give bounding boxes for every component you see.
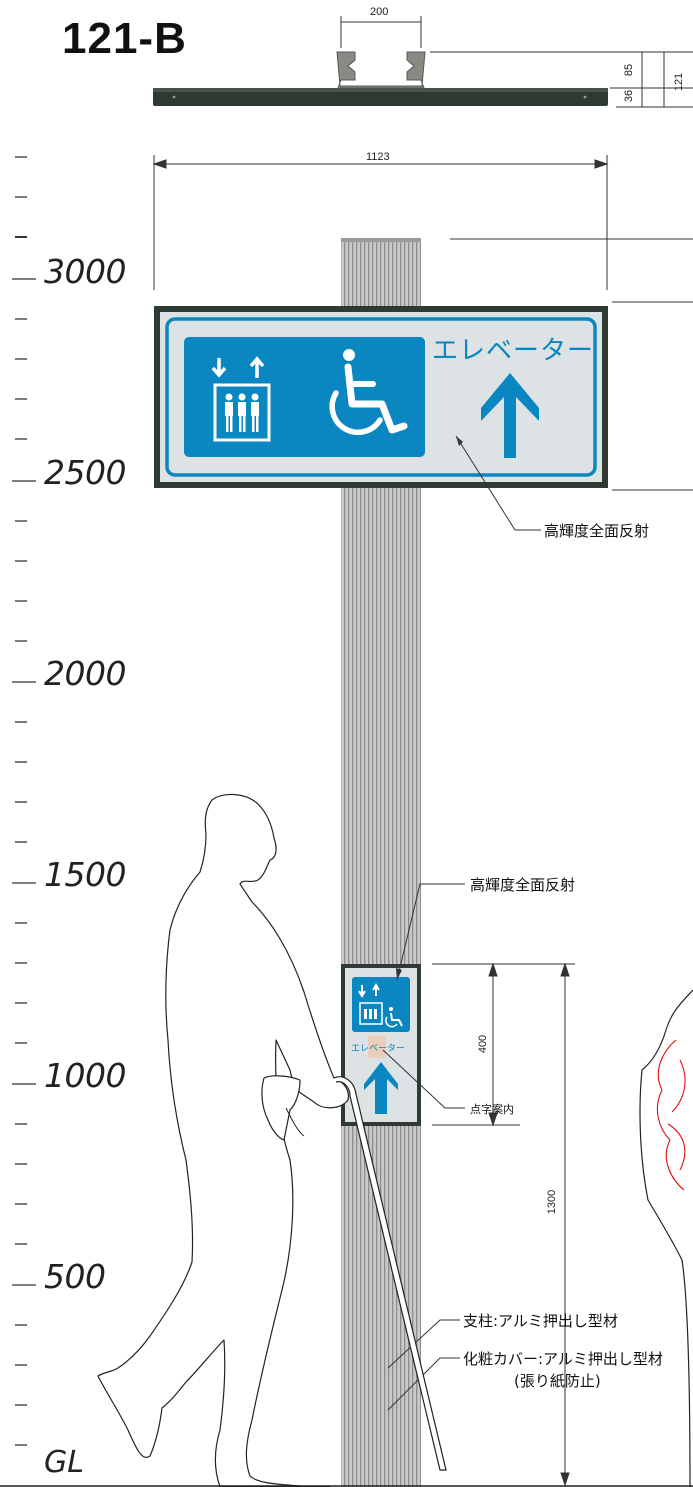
cover-material-subnote: (張り紙防止) (514, 1372, 601, 1390)
top-view-post-profile (336, 51, 426, 89)
scale-label-3000: 3000 (44, 252, 126, 291)
top-width-dimension-label: 200 (370, 6, 389, 18)
scale-label-1000: 1000 (44, 1056, 126, 1095)
scale-label-1500: 1500 (44, 855, 126, 894)
drawing-title: 121-B (62, 14, 187, 63)
sign-width-dimension (152, 155, 693, 491)
small-sign-note: 高輝度全面反射 (470, 876, 576, 894)
small-elevator-icon (358, 983, 383, 1025)
height-scale-ticks (12, 156, 36, 1446)
small-sign-height-label: 400 (477, 1034, 490, 1054)
small-wheelchair-icon (385, 1007, 403, 1028)
braille-note: 点字案内 (470, 1103, 514, 1116)
top-height-total-label: 121 (673, 72, 686, 92)
post-material-note: 支柱:アルミ押出し型材 (463, 1312, 618, 1330)
person-silhouette-right (639, 989, 693, 1487)
wheelchair-icon (329, 349, 408, 435)
small-sign-elevation-label: 1300 (546, 1189, 559, 1215)
large-sign (154, 306, 608, 488)
small-sign-text: エレベーター (351, 1044, 406, 1054)
elevator-icon (211, 356, 271, 442)
large-sign-text: エレベーター (432, 336, 595, 366)
white-cane (333, 1076, 447, 1471)
top-height-lower-label: 36 (623, 89, 636, 103)
top-view-plate (153, 88, 608, 106)
arrow-up-icon (481, 373, 539, 458)
sign-width-label: 1123 (366, 151, 390, 163)
scale-label-2500: 2500 (44, 453, 126, 492)
scale-label-500: 500 (44, 1257, 106, 1296)
top-view (153, 16, 693, 108)
large-sign-note: 高輝度全面反射 (544, 522, 650, 540)
person-silhouette (97, 793, 349, 1487)
cover-material-note: 化粧カバー:アルミ押出し型材 (463, 1350, 663, 1368)
top-height-upper-label: 85 (623, 63, 636, 77)
scale-label-2000: 2000 (44, 654, 126, 693)
braille-area (368, 1036, 386, 1058)
small-arrow-up-icon (364, 1062, 398, 1114)
small-sign-dimensions (432, 962, 575, 1487)
ground-level-label: GL (44, 1445, 84, 1480)
